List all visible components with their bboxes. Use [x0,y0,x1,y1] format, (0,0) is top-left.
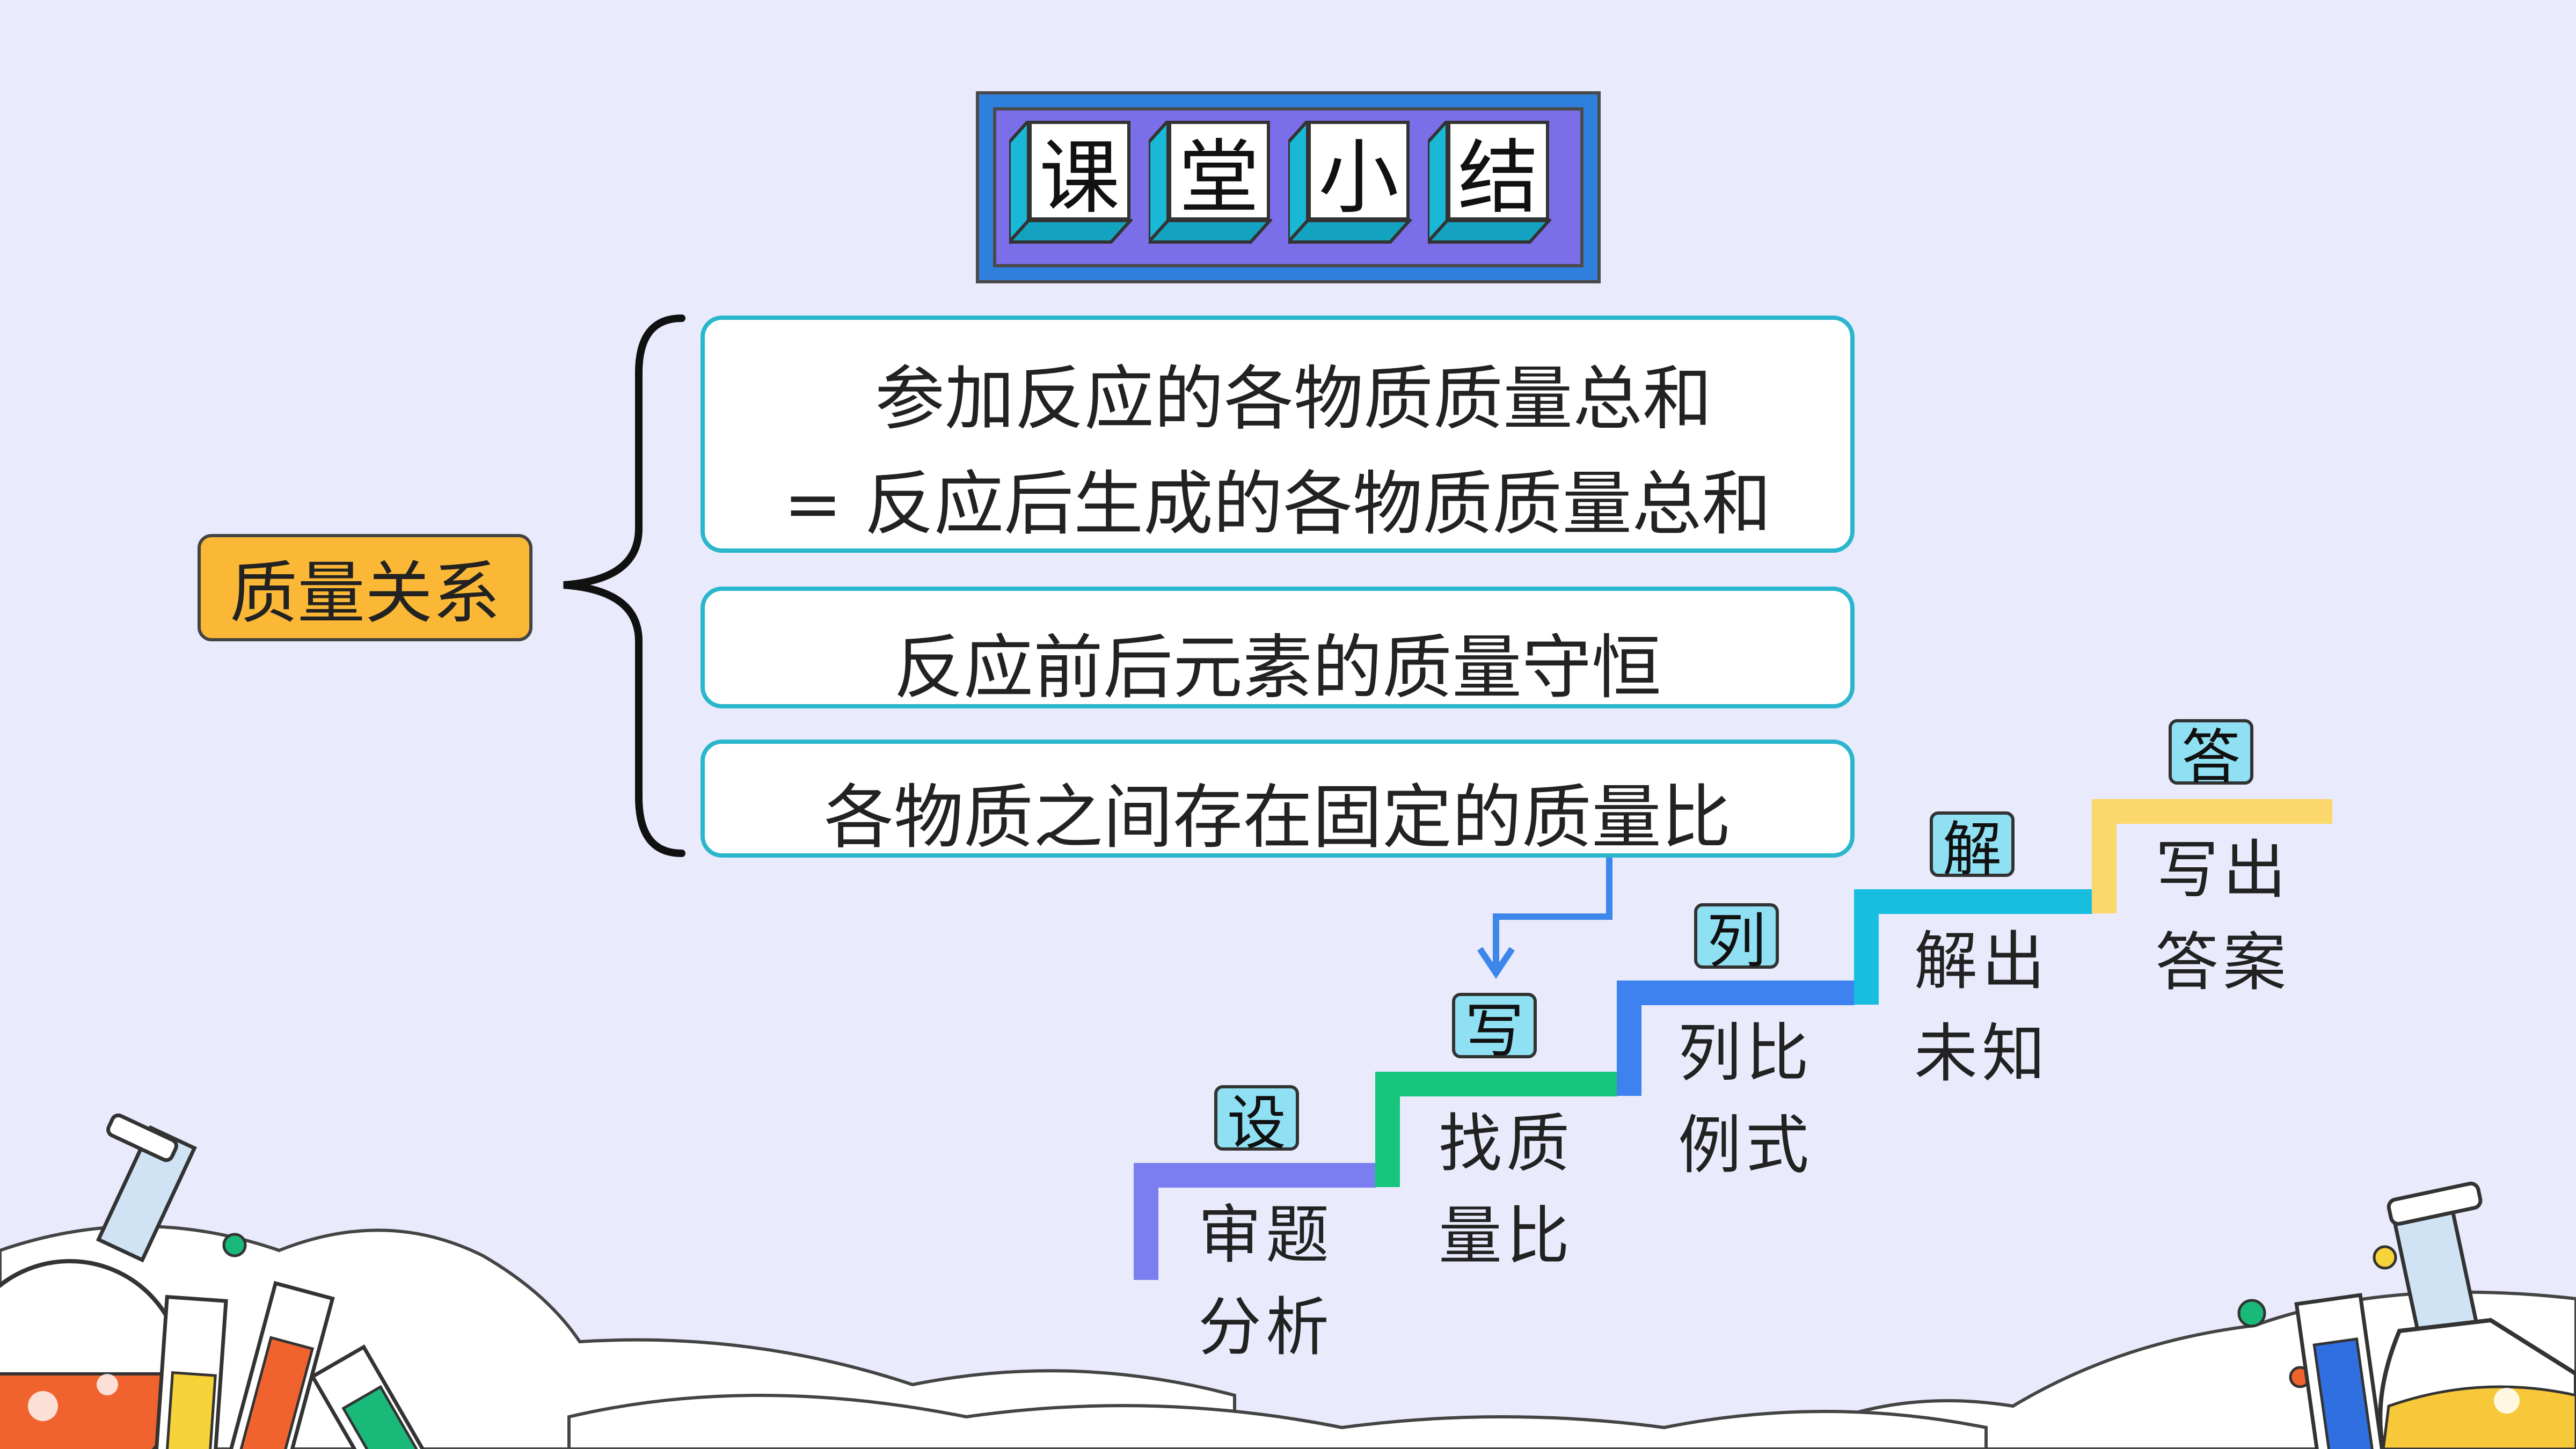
flask-icon [2378,1181,2576,1449]
test-tube-icon [2294,1293,2388,1449]
title-key-4: 结 [1428,121,1551,250]
branch-text: = 反应后生成的各物质质量总和 [783,463,1772,545]
step-badge-assume: 设 [1214,1085,1299,1158]
mass-relation-label: 质量关系 [198,534,532,641]
step-text-solve: 解出 未知 [1914,924,2050,1091]
curly-brace [563,314,685,857]
flask-icon [0,1113,197,1449]
title-char: 结 [1447,121,1549,225]
step-badge-answer: 答 [2169,719,2253,792]
branch-box-element-conservation: 反应前后元素的质量守恒 [700,587,1855,708]
step-text-write: 找质 量比 [1439,1107,1574,1273]
test-tube-icon [227,1280,335,1449]
decor-dot [2373,1245,2397,1270]
decor-dot [222,1233,247,1257]
test-tube-icon [153,1294,228,1449]
title-char: 小 [1308,121,1410,225]
connector-arrow [1477,858,1612,979]
step-badge-write: 写 [1452,993,1537,1065]
decor-dot [2237,1299,2266,1328]
test-tube-icon [310,1344,436,1449]
title-char: 课 [1028,121,1130,225]
step-text-list: 列比 例式 [1678,1016,1814,1182]
branch-text: 各物质之间存在固定的质量比 [823,777,1731,858]
branch-box-mass-ratio: 各物质之间存在固定的质量比 [700,740,1855,858]
title-key-1: 课 [1009,121,1133,250]
step-badge-solve: 解 [1930,811,2015,884]
branch-box-mass-conservation: 参加反应的各物质质量总和 = 反应后生成的各物质质量总和 [700,316,1855,553]
step-badge-list: 列 [1694,903,1779,976]
branch-text: 参加反应的各物质质量总和 [874,358,1712,440]
title-key-3: 小 [1288,121,1412,250]
branch-text: 反应前后元素的质量守恒 [893,627,1661,708]
title-char: 堂 [1168,121,1270,225]
step-text-answer: 写出 答案 [2155,833,2291,999]
title-key-2: 堂 [1149,121,1272,250]
step-text-assume: 审题 分析 [1198,1198,1334,1364]
